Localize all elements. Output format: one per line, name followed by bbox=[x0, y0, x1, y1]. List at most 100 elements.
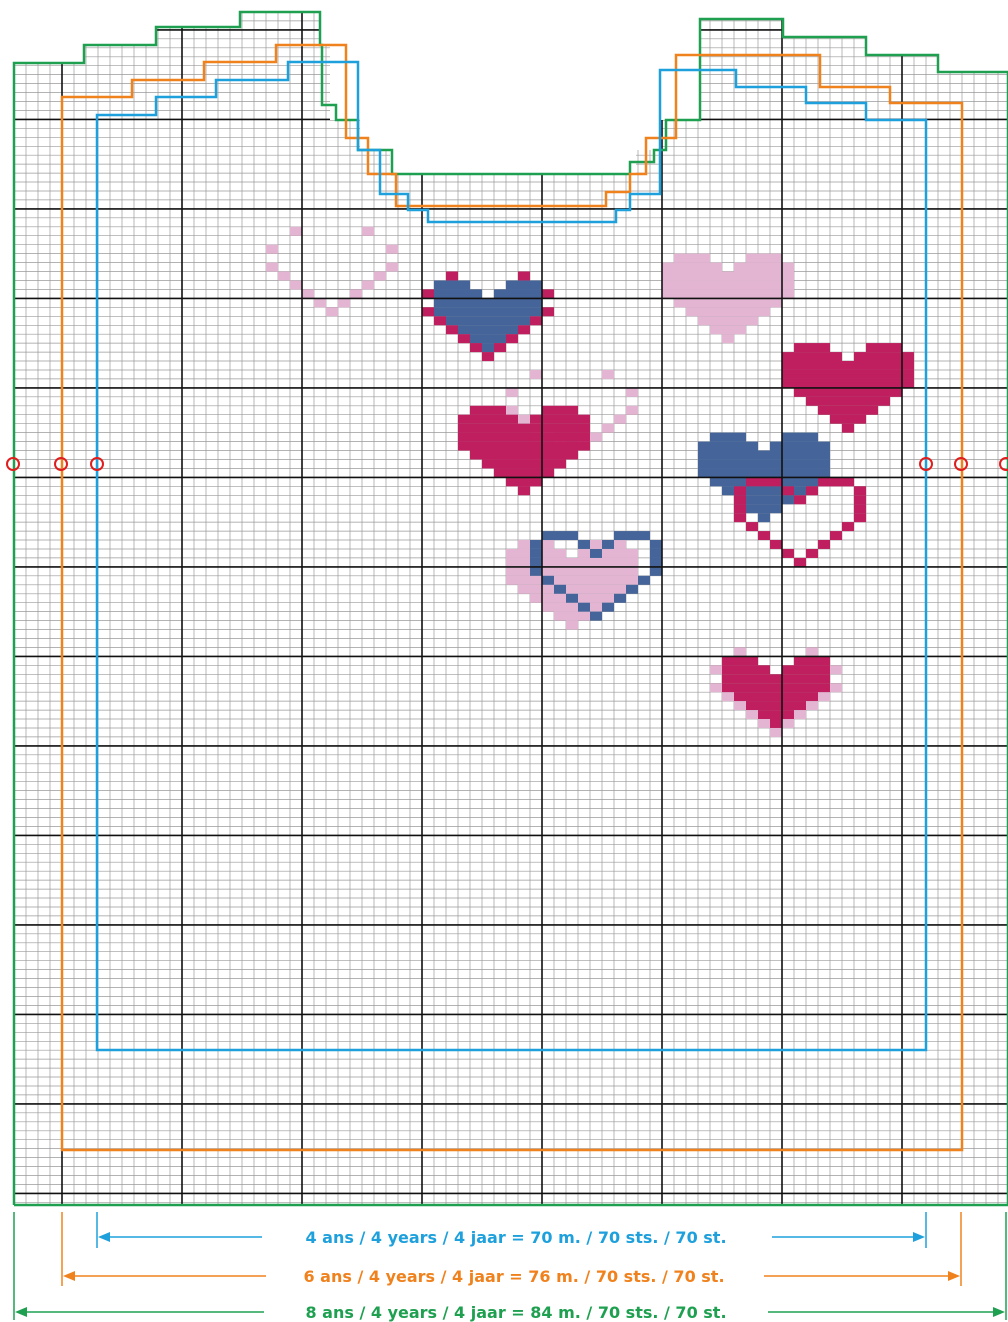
heart-stitch bbox=[710, 263, 722, 272]
heart-stitch bbox=[710, 307, 722, 316]
heart-stitch bbox=[734, 647, 746, 656]
heart-stitch bbox=[506, 468, 518, 477]
heart-stitch bbox=[782, 692, 794, 701]
heart-stitch bbox=[770, 298, 782, 307]
heart-stitch bbox=[758, 692, 770, 701]
heart-stitch bbox=[374, 272, 386, 281]
heart-stitch bbox=[806, 656, 818, 665]
heart-stitch bbox=[482, 325, 494, 334]
heart-stitch bbox=[782, 289, 794, 298]
heart-stitch bbox=[806, 433, 818, 442]
heart-stitch bbox=[806, 352, 818, 361]
heart-stitch bbox=[518, 281, 530, 290]
heart-stitch bbox=[890, 379, 902, 388]
heart-stitch bbox=[482, 334, 494, 343]
heart-stitch bbox=[770, 540, 782, 549]
heart-stitch bbox=[614, 531, 626, 540]
heart-stitch bbox=[734, 486, 746, 495]
heart-stitch bbox=[686, 298, 698, 307]
heart-stitch bbox=[602, 558, 614, 567]
heart-stitch bbox=[770, 263, 782, 272]
heart-stitch bbox=[758, 307, 770, 316]
heart-stitch bbox=[794, 442, 806, 451]
heart-stitch bbox=[554, 549, 566, 558]
heart-stitch bbox=[518, 307, 530, 316]
heart-stitch bbox=[566, 433, 578, 442]
heart-stitch bbox=[614, 594, 626, 603]
heart-stitch bbox=[866, 397, 878, 406]
heart-stitch bbox=[314, 298, 326, 307]
heart-stitch bbox=[902, 379, 914, 388]
heart-stitch bbox=[758, 254, 770, 263]
heart-stitch bbox=[770, 683, 782, 692]
heart-stitch bbox=[530, 370, 542, 379]
heart-stitch bbox=[626, 549, 638, 558]
heart-stitch bbox=[878, 343, 890, 352]
heart-stitch bbox=[470, 325, 482, 334]
heart-stitch bbox=[566, 603, 578, 612]
heart-stitch bbox=[782, 263, 794, 272]
heart-stitch bbox=[602, 540, 614, 549]
heart-stitch bbox=[722, 307, 734, 316]
heart-stitch bbox=[686, 281, 698, 290]
heart-stitch bbox=[722, 683, 734, 692]
heart-stitch bbox=[506, 307, 518, 316]
heart-stitch bbox=[734, 692, 746, 701]
heart-stitch bbox=[878, 397, 890, 406]
heart-stitch bbox=[854, 495, 866, 504]
heart-stitch bbox=[734, 433, 746, 442]
heart-stitch bbox=[770, 289, 782, 298]
heart-stitch bbox=[758, 513, 770, 522]
heart-stitch bbox=[710, 281, 722, 290]
heart-stitch bbox=[506, 334, 518, 343]
heart-stitch bbox=[770, 460, 782, 469]
heart-stitch bbox=[818, 692, 830, 701]
heart-stitch bbox=[770, 495, 782, 504]
heart-stitch bbox=[626, 576, 638, 585]
heart-stitch bbox=[746, 692, 758, 701]
heart-stitch bbox=[698, 442, 710, 451]
heart-stitch bbox=[566, 576, 578, 585]
heart-stitch bbox=[542, 558, 554, 567]
heart-stitch bbox=[686, 289, 698, 298]
heart-stitch bbox=[842, 477, 854, 486]
heart-stitch bbox=[578, 612, 590, 621]
heart-stitch bbox=[554, 612, 566, 621]
heart-stitch bbox=[710, 433, 722, 442]
heart-stitch bbox=[830, 352, 842, 361]
heart-stitch bbox=[542, 603, 554, 612]
heart-stitch bbox=[566, 406, 578, 415]
heart-stitch bbox=[458, 415, 470, 424]
heart-stitch bbox=[854, 486, 866, 495]
heart-stitch bbox=[506, 298, 518, 307]
heart-stitch bbox=[878, 388, 890, 397]
heart-stitch bbox=[794, 701, 806, 710]
heart-stitch bbox=[518, 272, 530, 281]
heart-stitch bbox=[614, 558, 626, 567]
heart-stitch bbox=[794, 361, 806, 370]
heart-stitch bbox=[710, 451, 722, 460]
heart-stitch bbox=[494, 451, 506, 460]
heart-stitch bbox=[590, 576, 602, 585]
heart-stitch bbox=[554, 451, 566, 460]
heart-stitch bbox=[746, 263, 758, 272]
arrow-right-icon bbox=[993, 1307, 1005, 1317]
heart-stitch bbox=[746, 477, 758, 486]
heart-stitch bbox=[542, 406, 554, 415]
heart-stitch bbox=[590, 549, 602, 558]
heart-stitch bbox=[506, 388, 518, 397]
size-4-label: 4 ans / 4 years / 4 jaar = 70 m. / 70 st… bbox=[305, 1228, 726, 1247]
heart-stitch bbox=[758, 263, 770, 272]
heart-stitch bbox=[326, 307, 338, 316]
heart-stitch bbox=[866, 361, 878, 370]
heart-stitch bbox=[782, 433, 794, 442]
heart-stitch bbox=[806, 647, 818, 656]
heart-stitch bbox=[530, 558, 542, 567]
heart-stitch bbox=[494, 433, 506, 442]
heart-stitch bbox=[518, 567, 530, 576]
heart-stitch bbox=[758, 710, 770, 719]
heart-stitch bbox=[734, 495, 746, 504]
heart-stitch bbox=[542, 460, 554, 469]
heart-stitch bbox=[578, 603, 590, 612]
heart-stitch bbox=[482, 298, 494, 307]
